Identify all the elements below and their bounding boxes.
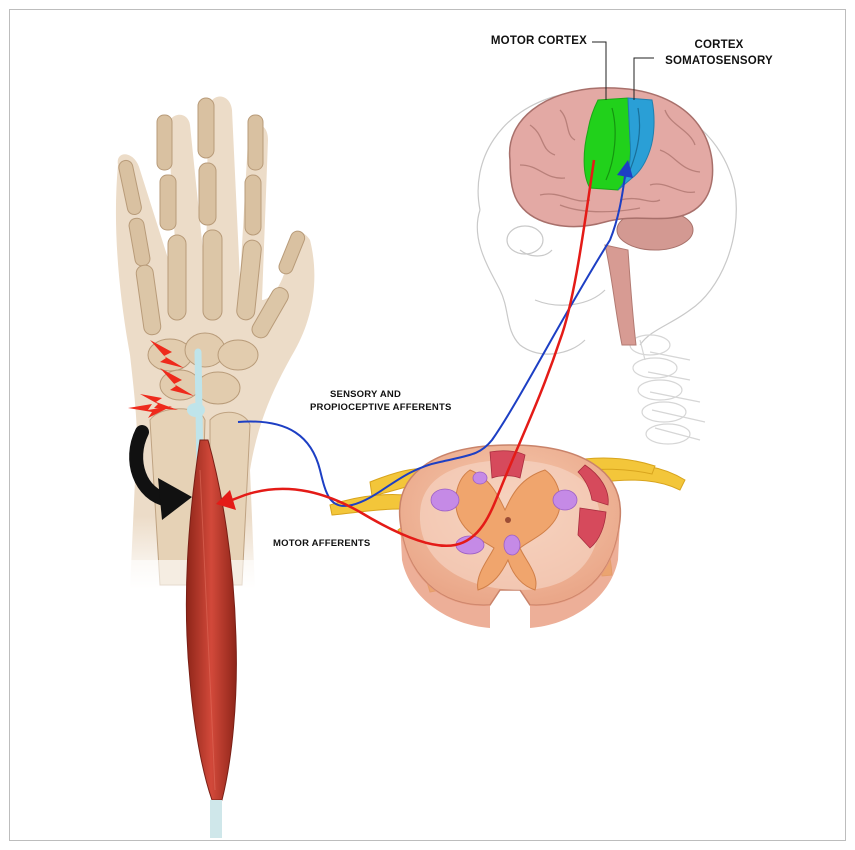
- brain: [510, 88, 713, 227]
- figure-border: [10, 10, 846, 841]
- brain-stem: [605, 245, 636, 345]
- tendon-sheath: [187, 403, 205, 417]
- somatosensory-label-line2: SOMATOSENSORY: [654, 54, 784, 70]
- sensory-afferents-label: SENSORY AND PROPIOCEPTIVE AFFERENTS: [310, 389, 480, 415]
- somatosensory-label-line1: CORTEX: [654, 38, 784, 54]
- somatosensory-cortex-label: CORTEX SOMATOSENSORY: [654, 38, 784, 69]
- motor-cortex-label: MOTOR CORTEX: [452, 34, 587, 50]
- sensory-label-line2: PROPIOCEPTIVE AFFERENTS: [310, 402, 480, 415]
- sensory-label-line1: SENSORY AND: [310, 389, 480, 402]
- motor-cortex-label-text: MOTOR CORTEX: [491, 35, 587, 47]
- motor-afferents-label-text: MOTOR AFFERENTS: [273, 538, 370, 549]
- motor-afferents-label: MOTOR AFFERENTS: [273, 538, 393, 551]
